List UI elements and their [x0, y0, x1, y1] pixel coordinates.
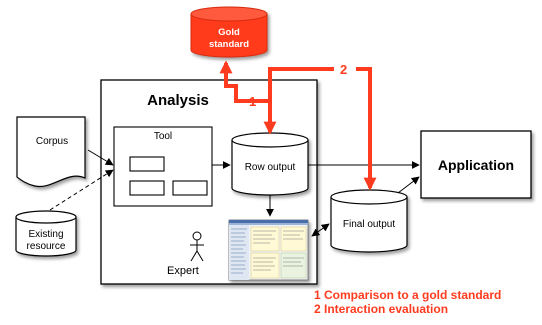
corpus-document [16, 116, 86, 188]
marker-1: 1 [249, 94, 256, 109]
tool-label: Tool [154, 131, 172, 142]
red-arrow-comparison [219, 60, 268, 103]
legend: 1 Comparison to a gold standard 2 Intera… [314, 288, 501, 316]
gold-standard-label-line2: standard [209, 39, 249, 50]
application-label: Application [438, 157, 514, 173]
arrow-resource-to-tool [49, 169, 114, 211]
gold-standard-cylinder [190, 6, 268, 58]
black-connectors [49, 149, 420, 237]
row-output-cylinder [231, 132, 309, 196]
expert-label: Expert [167, 265, 199, 277]
existing-resource-cylinder [15, 210, 77, 257]
corpus-label: Corpus [36, 136, 68, 147]
legend-item-comparison: 1 Comparison to a gold standard [314, 288, 502, 302]
interface-screenshot-thumbnail [228, 219, 309, 281]
marker-2: 2 [340, 62, 347, 77]
legend-item-interaction: 2 Interaction evaluation [314, 302, 449, 316]
row-output-label: Row output [245, 162, 296, 173]
application-box [420, 130, 532, 199]
arrow-corpus-to-tool [87, 149, 114, 166]
tool-component-3 [172, 180, 208, 196]
final-output-label: Final output [343, 219, 395, 230]
red-arrow-interaction-final [356, 67, 377, 191]
arrow-final-output-to-application [397, 176, 420, 194]
expert-figure [190, 231, 204, 262]
final-output-cylinder [330, 189, 408, 253]
existing-resource-label-line1: Existing [28, 229, 63, 240]
existing-resource-label-line2: resource [27, 241, 66, 252]
tool-component-1 [129, 156, 165, 172]
analysis-title: Analysis [147, 92, 209, 109]
tool-component-2 [129, 180, 165, 196]
arrow-expert-view-to-final-output [311, 223, 330, 237]
gold-standard-label-line1: Gold [218, 27, 240, 38]
red-arrow-interaction-row [263, 67, 334, 135]
